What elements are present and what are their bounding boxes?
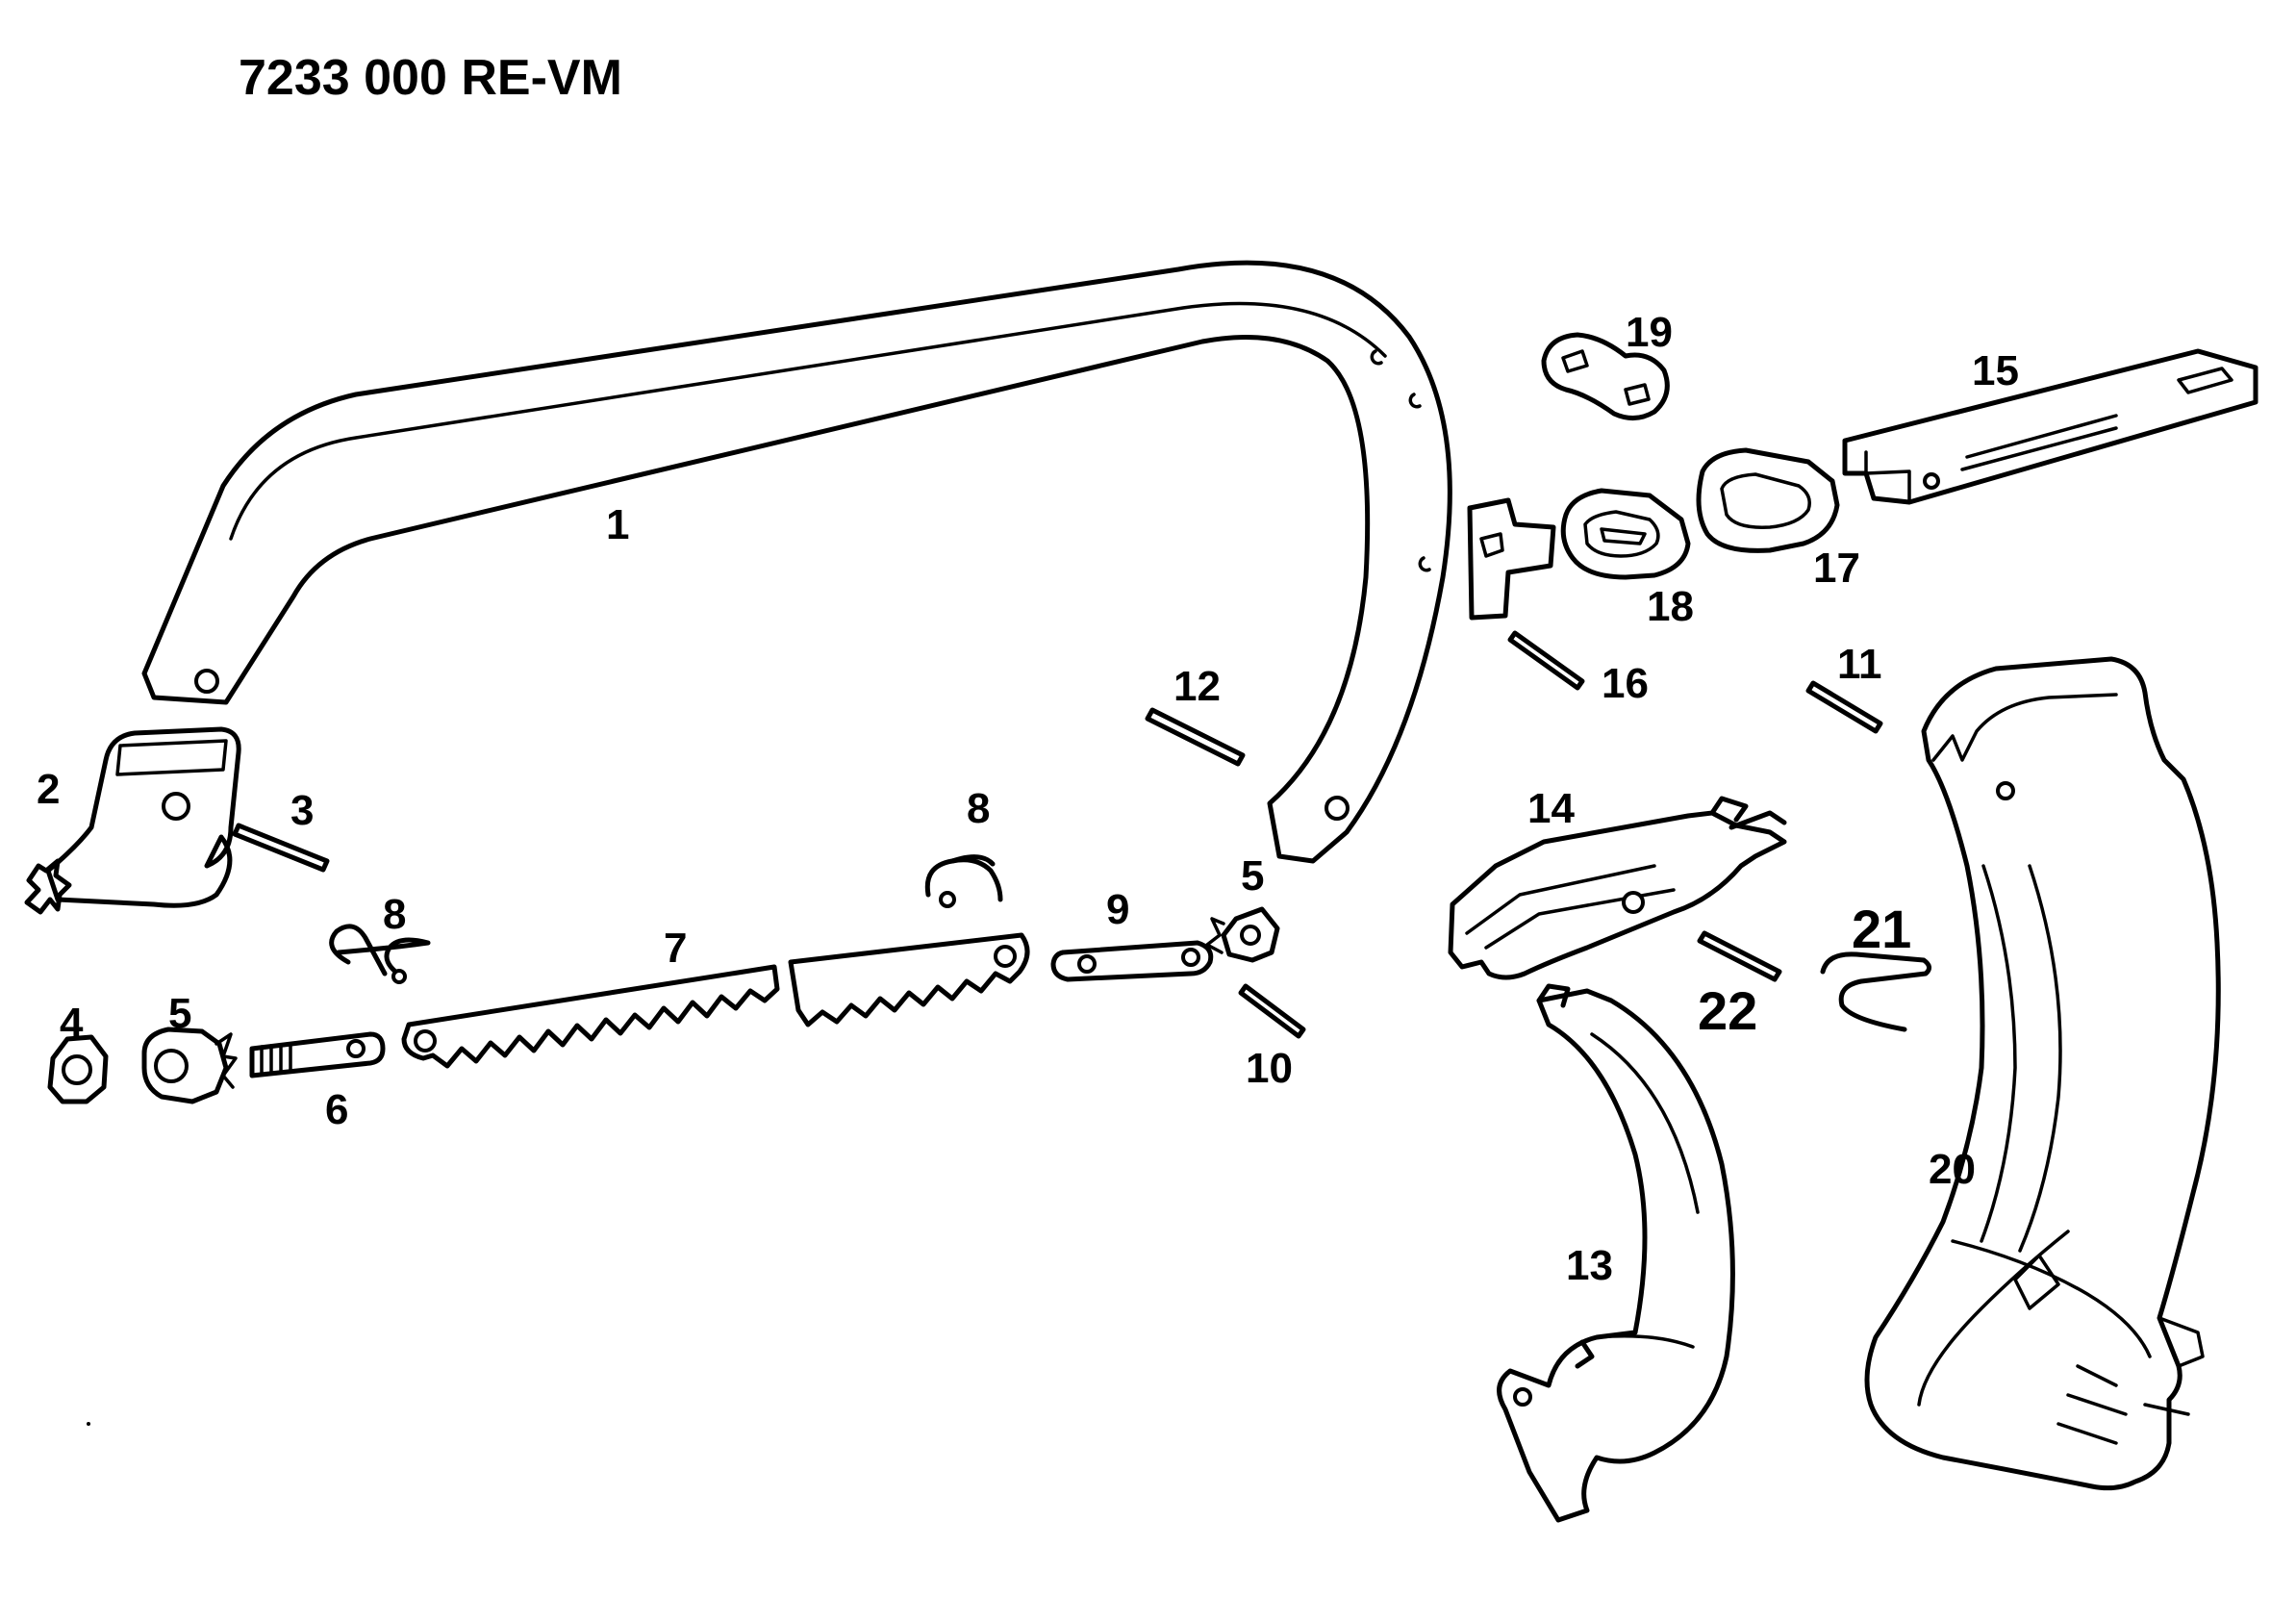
label-16: 16	[1602, 660, 1649, 707]
part-1-frame-bracket	[1467, 497, 1556, 621]
part-12-pin	[1145, 707, 1246, 767]
part-13-handle-half	[1497, 983, 1735, 1523]
part-14-trigger	[1448, 796, 1787, 980]
label-10: 10	[1246, 1045, 1293, 1092]
label-5-left: 5	[168, 990, 191, 1037]
part-5-right-spacer	[1205, 906, 1280, 963]
part-18-bushing	[1560, 488, 1691, 580]
label-11: 11	[1837, 641, 1882, 688]
label-12: 12	[1173, 663, 1221, 710]
label-19: 19	[1626, 309, 1673, 356]
label-6: 6	[325, 1086, 348, 1133]
label-14: 14	[1527, 785, 1575, 832]
part-10-pin	[1238, 983, 1306, 1039]
label-8-left: 8	[383, 891, 406, 938]
part-8-left-clip	[329, 924, 431, 984]
label-2: 2	[37, 766, 60, 813]
part-4-nut	[47, 1034, 109, 1104]
label-18: 18	[1647, 583, 1694, 630]
part-11-pin	[1805, 680, 1883, 734]
label-9: 9	[1106, 886, 1129, 933]
label-13: 13	[1566, 1242, 1613, 1289]
label-7: 7	[664, 925, 687, 972]
part-9-link-bar	[1050, 940, 1214, 982]
label-17: 17	[1813, 545, 1860, 592]
label-5-right: 5	[1241, 852, 1264, 900]
part-22-pin	[1697, 930, 1782, 982]
label-15: 15	[1972, 347, 2019, 394]
label-4: 4	[60, 1000, 84, 1047]
label-8-right: 8	[967, 785, 990, 832]
label-3: 3	[290, 787, 314, 834]
part-19-link-plate	[1541, 332, 1670, 420]
part-15-slider-bar	[1842, 348, 2258, 505]
part-16-pin	[1507, 630, 1585, 691]
speck	[87, 1422, 90, 1426]
diagram-title: 7233 000 RE-VM	[239, 50, 622, 106]
part-6-threaded-bolt	[249, 1031, 386, 1078]
part-17-grommet	[1696, 447, 1840, 553]
part-2-front-holder	[24, 726, 241, 915]
part-3-pin	[232, 823, 330, 873]
part-5-left-spacer	[141, 1027, 238, 1104]
part-7-saw-blade	[401, 932, 1030, 1069]
label-20: 20	[1929, 1146, 1976, 1193]
part-20-motor-housing	[1864, 656, 2221, 1491]
label-21: 21	[1852, 899, 1911, 959]
label-1: 1	[606, 501, 629, 548]
part-8-right-clip	[924, 854, 1003, 908]
label-22: 22	[1698, 980, 1757, 1041]
part-21-spring-clip	[1820, 951, 1931, 1032]
part-1-saw-frame	[141, 260, 1452, 864]
